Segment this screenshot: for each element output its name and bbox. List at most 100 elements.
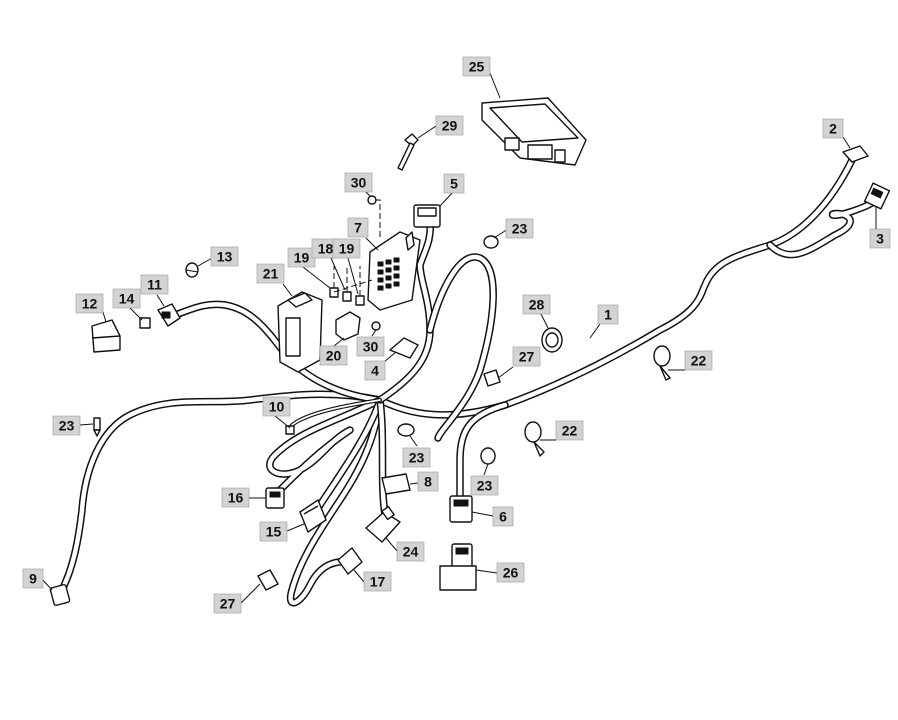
svg-text:5: 5 <box>450 176 458 192</box>
connector-9 <box>49 583 71 607</box>
connector-6 <box>449 495 473 523</box>
callout-20: 20 <box>319 345 348 366</box>
callout-7: 7 <box>347 217 369 238</box>
svg-text:3: 3 <box>876 231 884 247</box>
clip-23-top <box>483 235 499 249</box>
relay <box>335 311 361 341</box>
callout-21: 21 <box>256 263 285 284</box>
svg-text:2: 2 <box>829 121 837 137</box>
callout-3: 3 <box>869 228 891 249</box>
svg-text:23: 23 <box>512 221 528 237</box>
svg-text:18: 18 <box>318 241 334 257</box>
callout-16: 16 <box>221 487 250 508</box>
svg-text:30: 30 <box>363 339 379 355</box>
svg-text:22: 22 <box>691 353 707 369</box>
connector-2 <box>842 145 869 163</box>
connector-14 <box>139 317 151 329</box>
svg-text:27: 27 <box>519 349 535 365</box>
callout-19-left: 19 <box>287 247 316 268</box>
clamp-13 <box>185 262 199 278</box>
svg-text:4: 4 <box>371 363 379 379</box>
callout-8: 8 <box>417 471 439 492</box>
svg-text:30: 30 <box>351 175 367 191</box>
svg-text:26: 26 <box>503 565 519 581</box>
svg-text:21: 21 <box>263 266 279 282</box>
inline-fuse-24 <box>365 505 401 543</box>
callout-17: 17 <box>363 571 392 592</box>
svg-text:6: 6 <box>499 509 507 525</box>
wiring-harness <box>58 156 880 607</box>
svg-text:8: 8 <box>424 474 432 490</box>
clip-23-right <box>480 447 496 465</box>
grommet-28 <box>541 327 563 353</box>
pin-23-left <box>93 417 101 437</box>
clip-27-lower <box>257 569 279 591</box>
svg-text:23: 23 <box>59 418 75 434</box>
callout-23-mid: 23 <box>402 447 431 468</box>
callout-22-lower: 22 <box>555 420 584 441</box>
callout-22-upper: 22 <box>684 350 713 371</box>
leader-lines <box>40 72 877 604</box>
callout-29: 29 <box>435 115 464 136</box>
svg-text:15: 15 <box>266 524 282 540</box>
clamp-22-lower <box>524 421 545 457</box>
callout-30-lower: 30 <box>356 336 385 357</box>
svg-text:7: 7 <box>354 220 362 236</box>
clip-8 <box>381 473 411 495</box>
callout-6: 6 <box>492 506 514 527</box>
connector-16 <box>265 487 285 509</box>
connector-3 <box>863 182 891 210</box>
key-icon <box>397 133 419 171</box>
fuse-box <box>367 231 421 311</box>
callout-2: 2 <box>822 118 844 139</box>
svg-text:28: 28 <box>529 297 545 313</box>
bracket-12 <box>91 319 121 353</box>
svg-text:10: 10 <box>269 399 285 415</box>
callout-12: 12 <box>75 293 104 314</box>
callout-23-left: 23 <box>52 415 81 436</box>
control-module <box>277 291 323 373</box>
callout-15: 15 <box>259 521 288 542</box>
callout-24: 24 <box>396 541 425 562</box>
callout-30-upper: 30 <box>344 172 373 193</box>
callout-23-top: 23 <box>505 218 534 239</box>
instrument-cluster <box>481 97 587 166</box>
callout-27-right: 27 <box>512 346 541 367</box>
main-harness-trunk <box>376 156 856 419</box>
svg-text:25: 25 <box>469 59 485 75</box>
svg-text:20: 20 <box>326 348 342 364</box>
callout-9: 9 <box>22 568 44 589</box>
screw-30-upper <box>367 195 381 240</box>
screw-30-lower <box>371 321 381 331</box>
clip-23-mid <box>397 423 415 437</box>
callout-18: 18 <box>311 238 340 259</box>
callout-27-lower: 27 <box>213 593 242 614</box>
connector-11 <box>157 303 181 327</box>
svg-text:29: 29 <box>442 118 458 134</box>
callout-11: 11 <box>140 274 169 295</box>
connector-17 <box>337 547 363 575</box>
sensor-26 <box>439 543 477 591</box>
connector-15 <box>299 499 327 533</box>
svg-text:23: 23 <box>409 450 425 466</box>
callout-26: 26 <box>496 562 525 583</box>
svg-text:27: 27 <box>220 596 236 612</box>
clamp-22-upper <box>653 345 671 381</box>
fuses-18-19 <box>329 266 373 306</box>
connector-5 <box>413 204 441 228</box>
svg-text:9: 9 <box>29 571 37 587</box>
svg-text:22: 22 <box>562 423 578 439</box>
callout-5: 5 <box>443 173 465 194</box>
callout-4: 4 <box>364 360 386 381</box>
svg-text:11: 11 <box>147 277 162 293</box>
svg-text:23: 23 <box>477 478 493 494</box>
connector-10 <box>285 425 295 435</box>
clip-4 <box>389 337 419 359</box>
svg-text:14: 14 <box>119 291 135 307</box>
callout-14: 14 <box>112 288 141 309</box>
svg-text:16: 16 <box>228 490 244 506</box>
svg-text:17: 17 <box>370 574 386 590</box>
svg-text:24: 24 <box>403 544 419 560</box>
callout-labels: 25 29 2 30 5 3 7 23 13 19 18 19 21 11 12… <box>22 56 891 614</box>
